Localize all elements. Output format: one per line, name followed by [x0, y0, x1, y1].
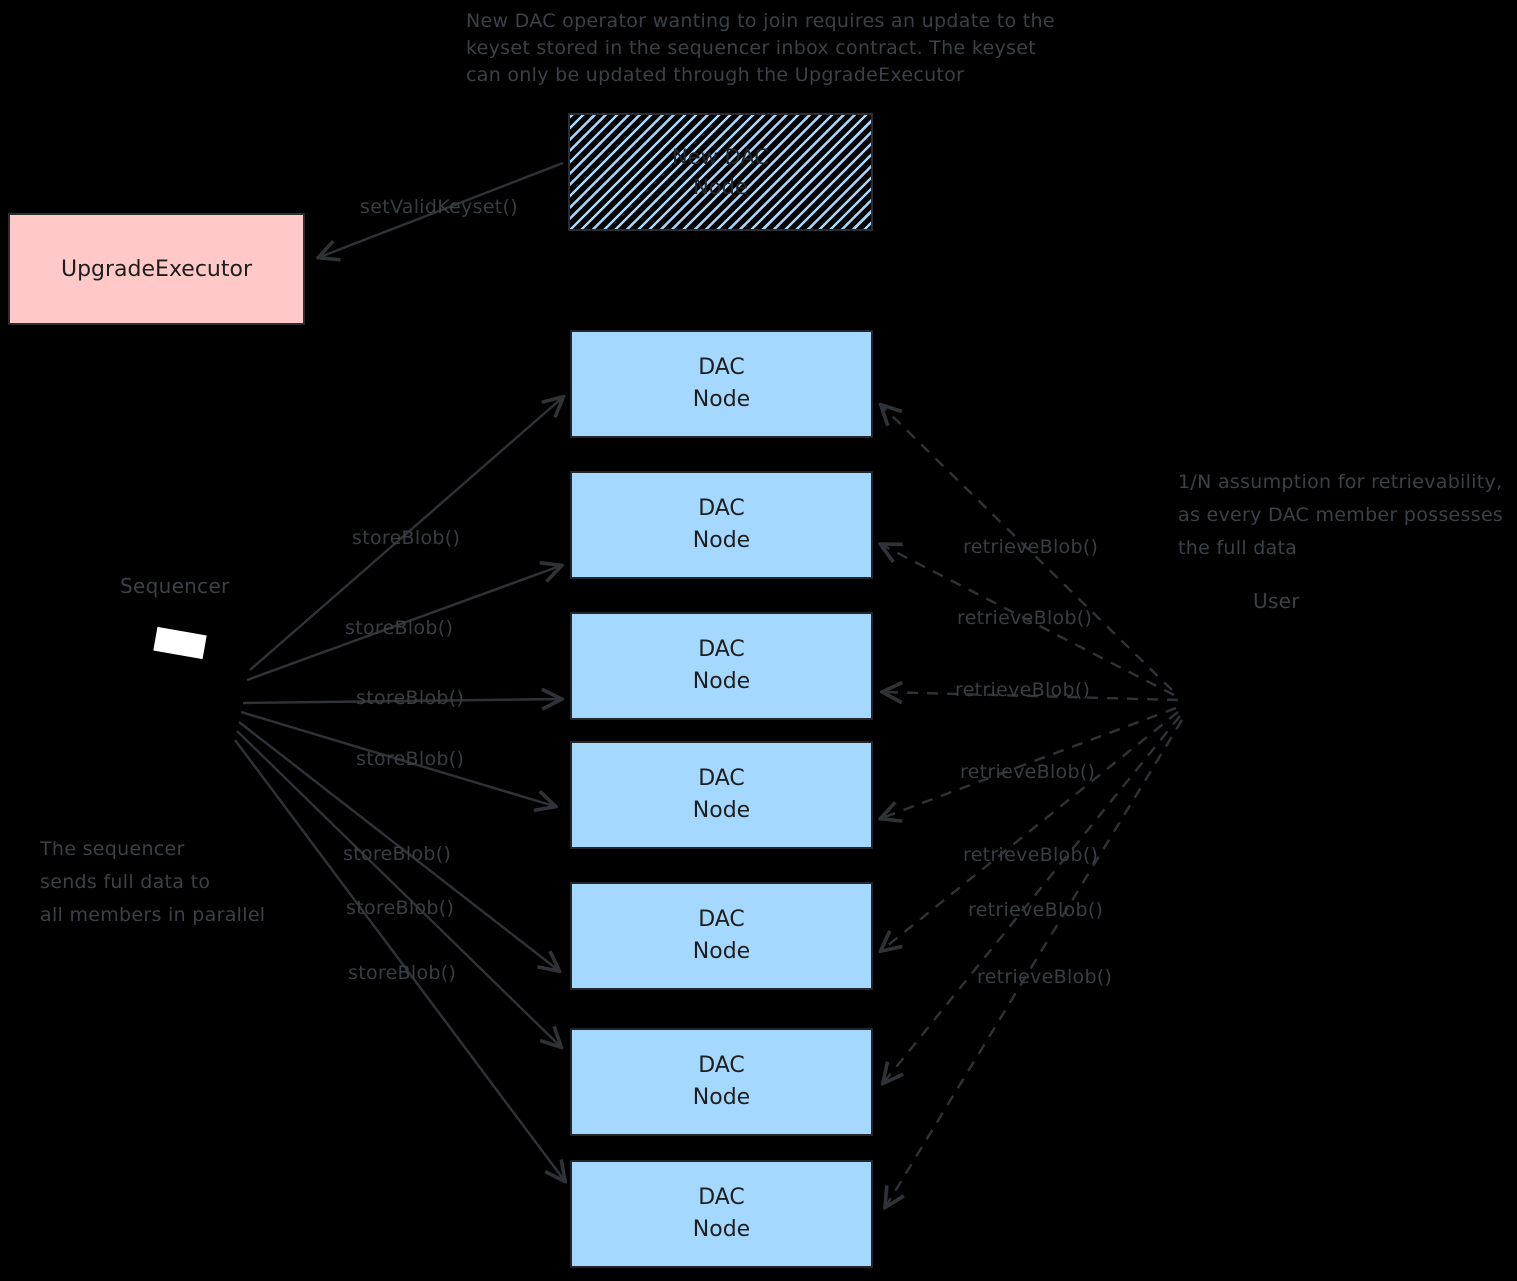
dac-node-box-3: DAC Node: [570, 612, 873, 720]
dac-node-3-label-line1: DAC: [698, 637, 745, 662]
dac-node-7-label-line1: DAC: [698, 1185, 745, 1210]
edge-label-store-blob-3: storeBlob(): [356, 687, 465, 709]
dac-node-4-label-line2: Node: [692, 798, 751, 823]
edge-label-store-blob-1: storeBlob(): [352, 527, 461, 549]
note-retrievability-line1: 1/N assumption for retrievability,: [1178, 471, 1503, 493]
new-dac-node-box: New DAC Node: [568, 113, 873, 231]
edge-label-retrieve-blob-6: retrieveBlob(): [968, 899, 1104, 921]
new-dac-node-label-line1: New DAC: [672, 145, 769, 169]
edge-label-retrieve-blob-3: retrieveBlob(): [955, 679, 1091, 701]
dac-node-1-label-line2: Node: [692, 387, 751, 412]
dac-node-box-4: DAC Node: [570, 741, 873, 849]
edge-retrieve-blob-1: [882, 406, 1173, 691]
edge-label-set-valid-keyset: setValidKeyset(): [360, 196, 518, 218]
note-parallel-send-line2: sends full data to: [40, 871, 211, 893]
edge-store-blob-4: [240, 710, 554, 806]
dac-node-2-label-line2: Node: [692, 528, 751, 553]
edge-label-retrieve-blob-7: retrieveBlob(): [977, 966, 1113, 988]
note-keyset-update-line2: keyset stored in the sequencer inbox con…: [466, 37, 1036, 59]
dac-node-6-label-line2: Node: [692, 1085, 751, 1110]
edge-retrieve-blob-7: [886, 719, 1184, 1206]
dac-node-2-label-line1: DAC: [698, 496, 745, 521]
upgrade-executor-label: UpgradeExecutor: [60, 256, 252, 282]
dac-node-5-label-line1: DAC: [698, 907, 745, 932]
note-parallel-send-line1: The sequencer: [40, 838, 185, 860]
note-keyset-update: New DAC operator wanting to join require…: [466, 8, 1055, 89]
note-parallel-send: The sequencer sends full data to all mem…: [40, 833, 265, 932]
edge-retrieve-blob-5: [882, 711, 1179, 950]
edge-label-store-blob-7: storeBlob(): [348, 962, 457, 984]
upgrade-executor-box: UpgradeExecutor: [8, 213, 305, 325]
edge-store-blob-3: [242, 699, 560, 703]
dac-node-5-label-line2: Node: [692, 939, 751, 964]
sequencer-label: Sequencer: [120, 574, 230, 598]
edge-label-retrieve-blob-4: retrieveBlob(): [960, 761, 1096, 783]
edge-label-store-blob-5: storeBlob(): [343, 843, 452, 865]
new-dac-node-label-line2: Node: [693, 175, 748, 199]
note-retrievability: 1/N assumption for retrievability, as ev…: [1178, 466, 1503, 565]
edge-label-store-blob-4: storeBlob(): [356, 748, 465, 770]
edge-store-blob-5: [238, 721, 558, 970]
edge-label-retrieve-blob-5: retrieveBlob(): [963, 844, 1099, 866]
dac-node-1-label-line1: DAC: [698, 355, 745, 380]
dac-node-3-label-line2: Node: [692, 669, 751, 694]
dac-node-7-label-line2: Node: [692, 1217, 751, 1242]
user-label: User: [1253, 589, 1300, 613]
note-retrievability-line2: as every DAC member possesses: [1178, 504, 1504, 526]
edge-set-valid-keyset: [320, 161, 564, 257]
note-retrievability-line3: the full data: [1178, 537, 1298, 559]
edge-store-blob-1: [249, 398, 562, 671]
edge-store-blob-7: [234, 739, 564, 1180]
dac-node-box-7: DAC Node: [570, 1160, 873, 1268]
edge-store-blob-2: [246, 566, 560, 682]
edge-store-blob-6: [236, 730, 560, 1046]
note-parallel-send-line3: all members in parallel: [40, 904, 266, 926]
edge-retrieve-blob-3: [884, 692, 1179, 700]
edge-label-retrieve-blob-1: retrieveBlob(): [963, 536, 1099, 558]
note-keyset-update-line3: can only be updated through the UpgradeE…: [466, 64, 965, 86]
dac-node-box-1: DAC Node: [570, 330, 873, 438]
edge-label-store-blob-2: storeBlob(): [345, 617, 454, 639]
edge-retrieve-blob-4: [882, 706, 1177, 818]
dac-node-box-6: DAC Node: [570, 1028, 873, 1136]
dac-node-6-label-line1: DAC: [698, 1053, 745, 1078]
edge-label-store-blob-6: storeBlob(): [346, 897, 455, 919]
edge-label-retrieve-blob-2: retrieveBlob(): [957, 607, 1093, 629]
note-keyset-update-line1: New DAC operator wanting to join require…: [466, 10, 1055, 32]
dac-node-box-5: DAC Node: [570, 882, 873, 990]
dac-node-4-label-line1: DAC: [698, 766, 745, 791]
dac-node-box-2: DAC Node: [570, 471, 873, 579]
edge-retrieve-blob-2: [882, 545, 1175, 697]
